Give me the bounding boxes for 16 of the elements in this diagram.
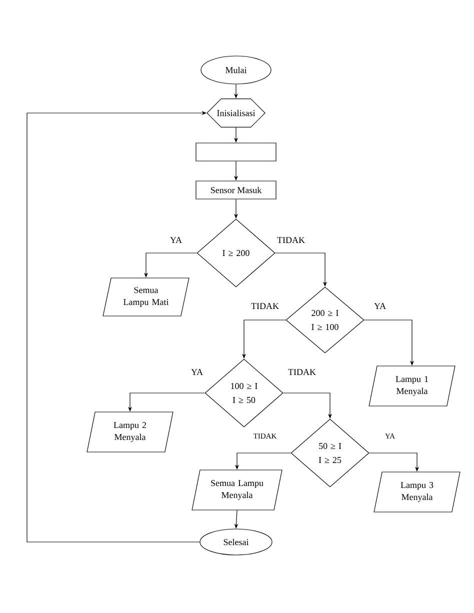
edge-label: YA (169, 236, 183, 244)
io-parallelogram: Lampu 2 Menyala (86, 412, 174, 452)
terminal-oval: Mulai (200, 56, 272, 84)
io-parallelogram: Lampu 1 Menyala (368, 366, 456, 406)
edge-label: TIDAK (287, 368, 317, 376)
process-box: Sensor Masuk (196, 180, 276, 200)
process-box (196, 142, 276, 162)
io-parallelogram: Semua Lampu Mati (102, 278, 190, 316)
preparation-hexagon: Inisialisasi (206, 98, 266, 128)
edge-label: TIDAK (276, 236, 306, 244)
io-parallelogram: Semua Lampu Menyala (192, 470, 282, 510)
terminal-oval: Selesai (200, 528, 272, 556)
edge-label: YA (190, 368, 204, 376)
edge-label: TIDAK (250, 302, 280, 310)
edge-label: YA (373, 302, 387, 310)
io-parallelogram: Lampu 3 Menyala (374, 472, 460, 512)
